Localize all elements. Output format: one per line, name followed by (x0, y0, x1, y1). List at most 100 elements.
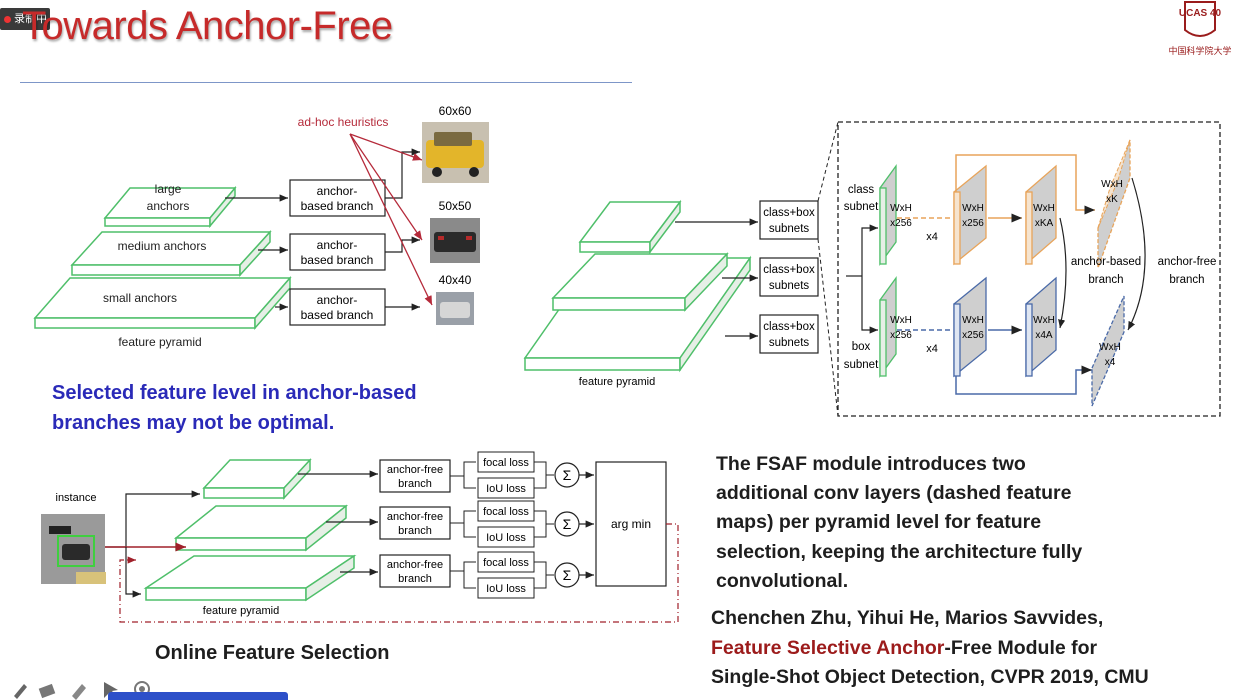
sum-node-1: Σ (534, 461, 580, 489)
ofs-pyramid-label: feature pyramid (203, 605, 279, 617)
citation-title-rest: -Free Module for (944, 636, 1098, 659)
ofs-branch-label: branch (398, 478, 432, 490)
iou-loss-label: IoU loss (486, 583, 526, 595)
argmin-box: arg min (595, 461, 667, 587)
map-label: WxH (1101, 179, 1123, 190)
anchor-free-class-map: WxH xK (1097, 139, 1131, 269)
ofs-branch-1: anchor-free branch (379, 459, 451, 493)
sum-node-2: Σ (534, 510, 580, 538)
online-feature-selection-caption: Online Feature Selection (155, 642, 390, 664)
class-input-feature-map: WxH x256 (879, 164, 912, 266)
argmin-label: arg min (611, 517, 651, 531)
x4-label-class: x4 (926, 231, 938, 243)
sum-node-3: Σ (534, 561, 580, 589)
note-line-2: branches may not be optimal. (52, 412, 335, 434)
logo-caption: 中国科学院大学 (1168, 46, 1232, 56)
instance-label: instance (56, 492, 97, 504)
recording-indicator[interactable]: 录制中 (0, 8, 50, 30)
pyramid-level-medium (70, 230, 272, 277)
branch-label-top: anchor- (317, 293, 358, 307)
subnet-label-bottom: subnets (769, 223, 810, 235)
map-label: xKA (1035, 218, 1054, 229)
focal-loss-label: focal loss (483, 457, 529, 469)
slide-title: Towards Anchor-Free (22, 4, 393, 48)
map-label: x256 (890, 330, 912, 341)
citation-title-highlight: Feature Selective Anchor (711, 636, 945, 659)
anchor-based-diagram: large anchors medium anchors small ancho… (33, 104, 489, 349)
ofs-pyramid-level-bottom (143, 554, 357, 602)
paper-citation: Chenchen Zhu, Yihui He, Marios Savvides,… (711, 604, 1245, 693)
branch-label-top: anchor- (317, 238, 358, 252)
small-anchors-label: small anchors (103, 291, 177, 305)
class-conv-feature-map: WxH x256 (953, 164, 987, 266)
x4-label-box: x4 (926, 343, 938, 355)
focal-loss-label: focal loss (483, 506, 529, 518)
class-subnet-label-2: subnet (844, 201, 879, 213)
branch-label-bottom: based branch (301, 253, 374, 267)
map-label: xK (1106, 194, 1118, 205)
branch-label-top: anchor- (317, 184, 358, 198)
size-label-60: 60x60 (439, 104, 472, 118)
map-label: WxH (890, 315, 912, 326)
feature-pyramid-label: feature pyramid (118, 335, 201, 349)
title-divider (20, 82, 632, 83)
pen-tool-icon[interactable] (14, 684, 27, 699)
fsaf-architecture-diagram: feature pyramid class+box subnets class+… (523, 121, 1221, 417)
box-subnet-label-2: subnet (844, 359, 879, 371)
ofs-branch-label: anchor-free (387, 559, 443, 571)
map-label: WxH (962, 315, 984, 326)
fsaf-pyramid-level-top (578, 199, 682, 255)
citation-authors: Chenchen Zhu, Yihui He, Marios Savvides, (711, 607, 1104, 629)
subnet-label-top: class+box (763, 321, 815, 333)
recording-label: 录制中 (14, 13, 47, 25)
medium-anchors-label: medium anchors (118, 239, 207, 253)
subnets-box-3: class+box subnets (759, 314, 819, 354)
taskbar-indicator[interactable] (108, 692, 288, 700)
size-label-50: 50x50 (439, 199, 472, 213)
subnets-box-1: class+box subnets (759, 200, 819, 240)
sum-symbol: Σ (563, 567, 572, 583)
ofs-pyramid-level-middle (173, 504, 349, 552)
class-subnet-label-1: class (848, 184, 874, 196)
ofs-pyramid-level-top (202, 458, 312, 500)
citation-venue: Single-Shot Object Detection, CVPR 2019,… (711, 666, 1149, 688)
anchor-free-branch-label-2: branch (1169, 274, 1204, 286)
class-output-feature-map: WxH xKA (1025, 164, 1057, 266)
highlighter-icon[interactable] (72, 684, 86, 700)
sum-symbol: Σ (563, 516, 572, 532)
fsaf-desc-line: additional conv layers (dashed feature (716, 482, 1072, 505)
map-label: x4A (1035, 330, 1053, 341)
subnet-label-bottom: subnets (769, 280, 810, 292)
map-label: WxH (1099, 342, 1121, 353)
instance-image (41, 514, 106, 584)
box-subnet-label-1: box (852, 341, 871, 353)
pyramid-level-small (33, 276, 292, 330)
ofs-branch-label: branch (398, 573, 432, 585)
car-image-medium (430, 218, 480, 263)
note-line-1: Selected feature level in anchor-based (52, 382, 417, 404)
box-input-feature-map: WxH x256 (879, 276, 912, 378)
ad-hoc-heuristics-label: ad-hoc heuristics (298, 115, 389, 129)
large-anchors-label-2: anchors (147, 199, 190, 213)
online-feature-selection-diagram: instance feature pyramid anchor-free bra… (41, 451, 679, 623)
car-image-small (436, 292, 474, 325)
loss-group-1: focal loss IoU loss (450, 451, 535, 499)
iou-loss-label: IoU loss (486, 532, 526, 544)
anchor-free-box-map: WxH x4 (1091, 295, 1125, 407)
branch-label-bottom: based branch (301, 308, 374, 322)
anchor-based-branch-label-2: branch (1088, 274, 1123, 286)
eraser-icon[interactable] (38, 683, 56, 699)
anchor-based-branch-label-1: anchor-based (1071, 256, 1141, 268)
branch-label-bottom: based branch (301, 199, 374, 213)
fsaf-desc-line: selection, keeping the architecture full… (716, 540, 1083, 563)
iou-loss-label: IoU loss (486, 483, 526, 495)
box-conv-feature-map: WxH x256 (953, 276, 987, 378)
presentation-toolbar (14, 681, 150, 700)
map-label: x256 (890, 218, 912, 229)
box-output-feature-map: WxH x4A (1025, 276, 1057, 378)
zoom-detail-frame (837, 121, 1221, 417)
ofs-branch-2: anchor-free branch (379, 506, 451, 540)
subnet-label-top: class+box (763, 207, 815, 219)
car-image-large (422, 122, 489, 183)
ofs-branch-label: branch (398, 525, 432, 537)
